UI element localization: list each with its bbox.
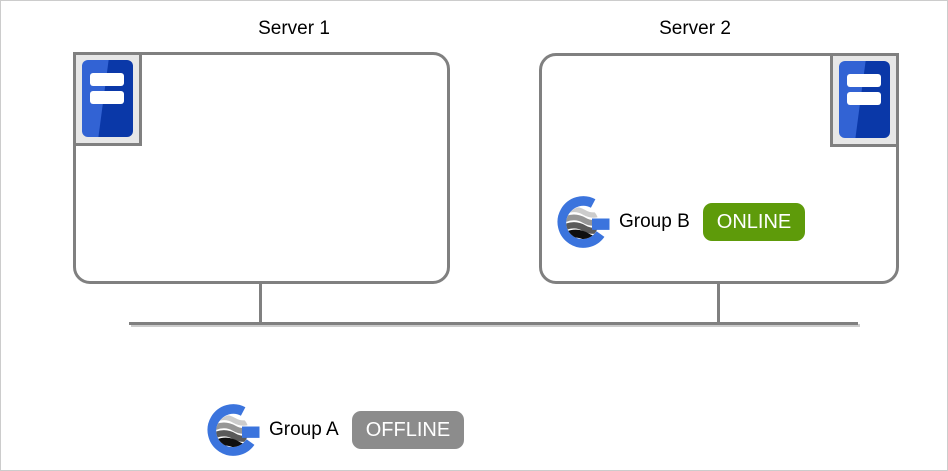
server1-network-connector	[259, 282, 262, 323]
server-tower-icon	[830, 53, 899, 147]
server-tower-icon	[73, 52, 142, 146]
server2-title: Server 2	[659, 18, 731, 39]
group-a-node[interactable]: Group A OFFLINE	[207, 401, 465, 459]
group-globe-icon	[207, 402, 263, 458]
group-b-label: Group B	[619, 211, 690, 232]
network-bus-line	[129, 322, 858, 325]
group-a-status-badge[interactable]: OFFLINE	[351, 411, 465, 449]
group-a-label: Group A	[269, 419, 339, 440]
group-b-node[interactable]: Group B ONLINE	[557, 193, 806, 251]
group-b-status-badge[interactable]: ONLINE	[702, 203, 806, 241]
server1-title: Server 1	[258, 18, 330, 39]
server2-network-connector	[717, 282, 720, 323]
group-globe-icon	[557, 194, 613, 250]
